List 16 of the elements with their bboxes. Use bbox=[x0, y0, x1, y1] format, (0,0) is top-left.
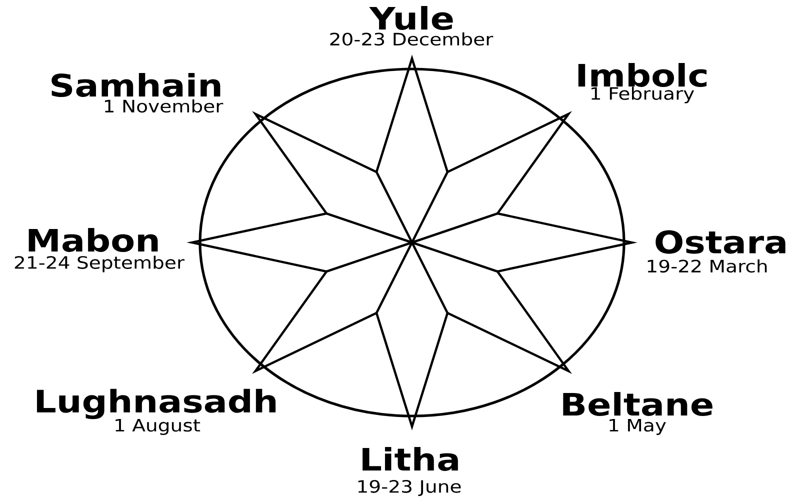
date-label: 19-22 March bbox=[648, 259, 767, 273]
date-label: 1 November bbox=[104, 99, 224, 113]
date-label: 20-23 December bbox=[330, 32, 494, 46]
date-label: 1 August bbox=[116, 419, 200, 435]
holiday-name: Imbolc bbox=[578, 63, 707, 87]
date-label: 1 May bbox=[610, 419, 666, 435]
holiday-name: Yule bbox=[369, 6, 453, 30]
holiday-name: Lughnasadh bbox=[36, 388, 276, 420]
date-label: 19-23 June bbox=[358, 480, 461, 496]
holiday-name: Mabon bbox=[28, 228, 158, 252]
date-label: 1 February bbox=[592, 86, 694, 104]
holiday-name: Litha bbox=[362, 447, 458, 471]
holiday-name: Samhain bbox=[52, 73, 220, 97]
holiday-name: Beltane bbox=[563, 392, 712, 416]
date-label: 21-24 September bbox=[14, 256, 184, 272]
holiday-name: Ostara bbox=[656, 230, 786, 254]
